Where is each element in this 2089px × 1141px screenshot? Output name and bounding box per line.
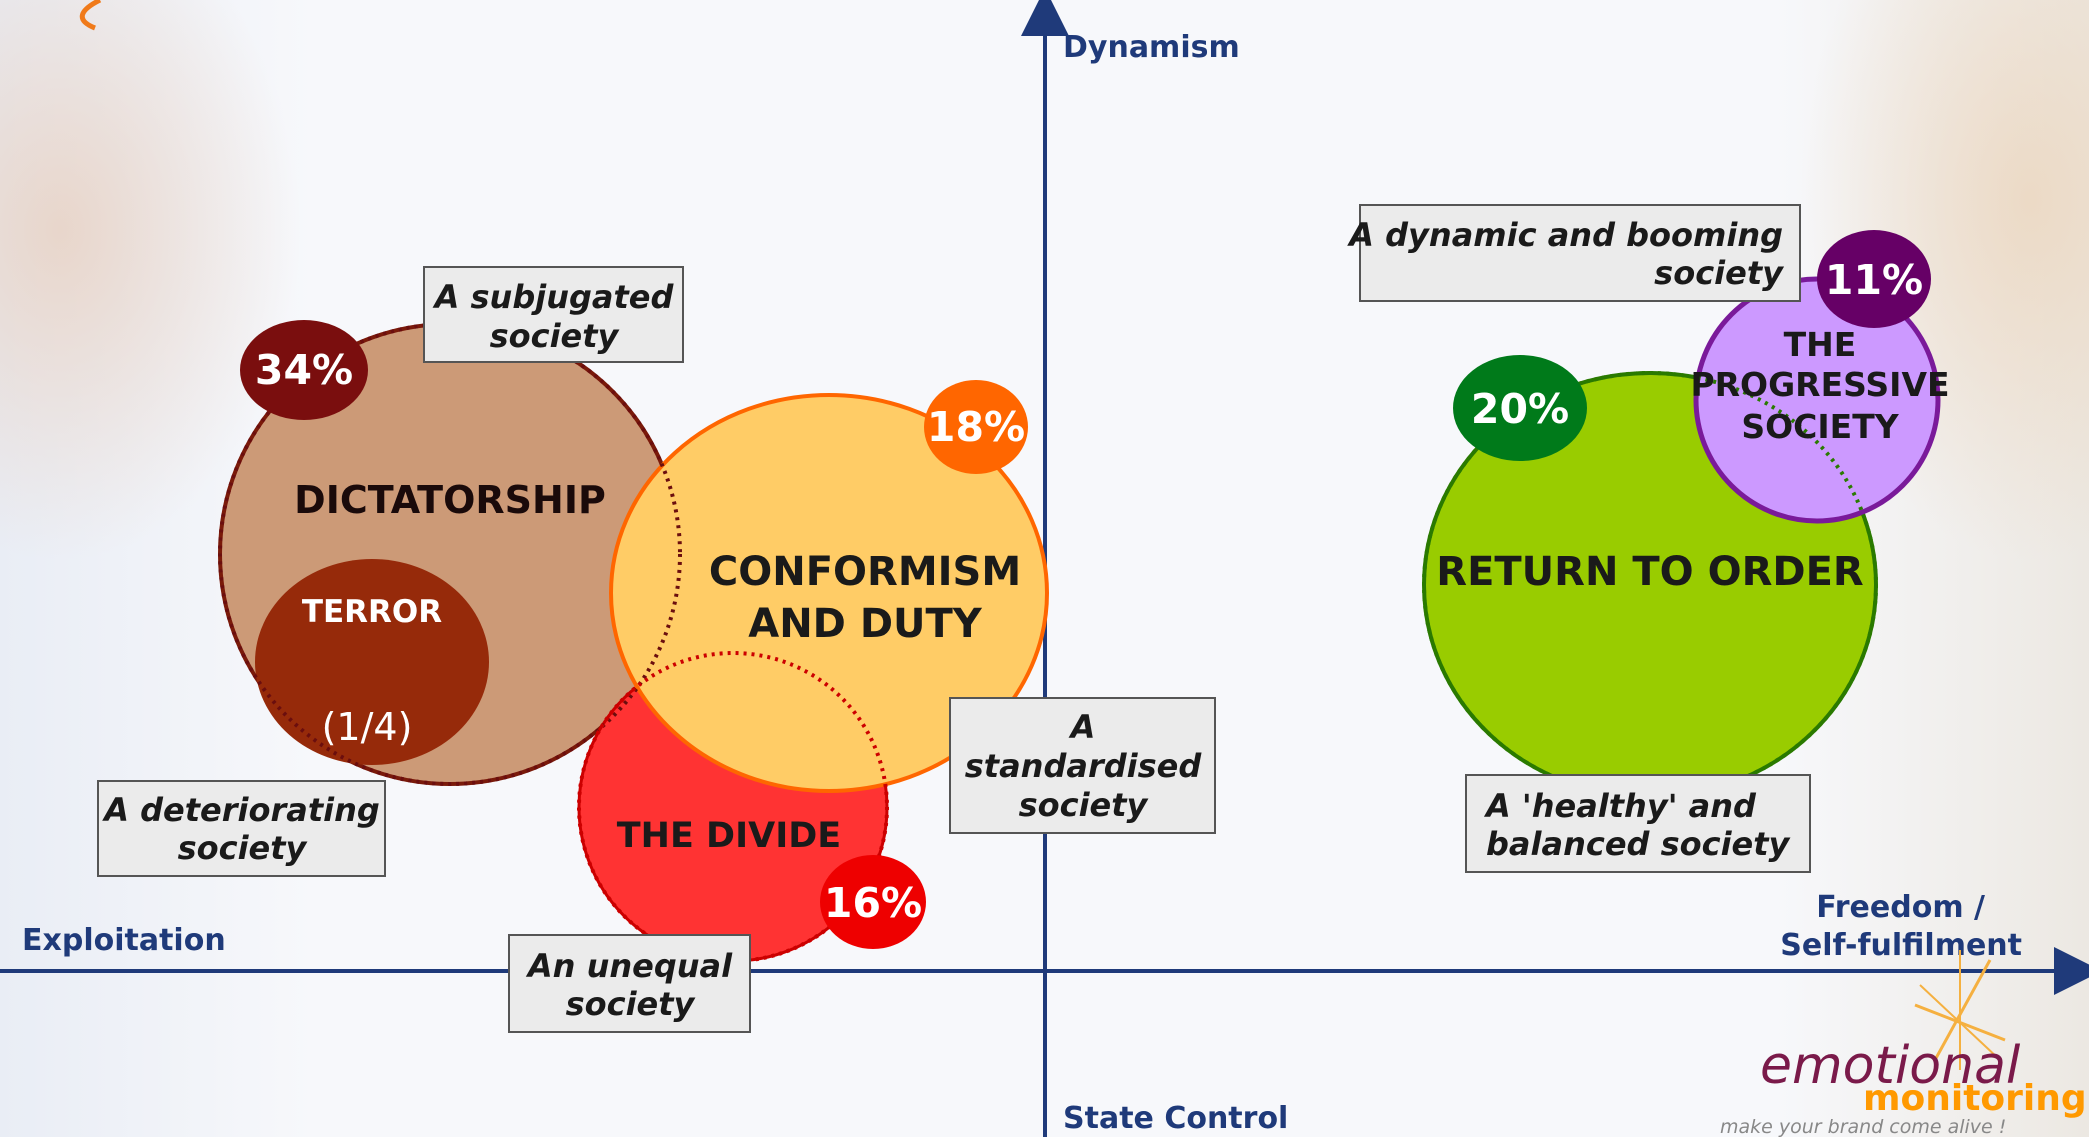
progressive-percent: 11% [1825,256,1923,304]
logo-line1: emotional [1760,1036,2021,1096]
conformism-title-line2: AND DUTY [748,601,983,647]
caption-unequal: An unequal society [508,934,751,1033]
caption-standardised: A standardised society [949,697,1216,834]
return-to-order-overlap-outline [1422,371,1878,799]
caption-deteriorating: A deteriorating society [97,780,386,877]
axis-label-bottom: State Control [1063,1101,1288,1136]
conformism-percent: 18% [927,403,1025,451]
left-face-image [0,0,300,560]
dictatorship-percent-badge [240,320,368,420]
caption-healthy-line2: balanced society [1486,825,1791,863]
caption-subjugated-box [423,266,684,363]
caption-unequal-line2: society [566,985,696,1023]
caption-unequal-line1: An unequal [525,947,733,985]
logo-line2: monitoring [1863,1078,2087,1119]
caption-healthy-line1: A 'healthy' and [1483,787,1757,825]
caption-subjugated: A subjugated society [423,266,684,363]
caption-subjugated-line1: A subjugated [432,278,675,316]
caption-dynamic: A dynamic and booming society [1346,204,1801,302]
divide-percent: 16% [824,879,922,927]
caption-standardised-line1: A [1068,708,1096,746]
conformism-percent-badge [924,380,1028,474]
conformism-circle [609,393,1049,793]
logo-star-icon [1914,950,2006,1070]
caption-standardised-box [949,697,1216,834]
axis-label-left: Exploitation [22,923,226,958]
progressive-title-line3: SOCIETY [1741,407,1899,446]
axis-label-right-line1: Freedom / [1816,890,1985,925]
caption-deteriorating-line2: society [178,829,308,867]
terror-circle [255,559,489,765]
progressive-percent-badge [1817,230,1931,328]
return-to-order-percent-badge [1453,355,1587,461]
progressive-title-line2: PROGRESSIVE [1690,365,1949,404]
corner-logo-fragment [80,0,102,31]
progressive-title-line1: THE [1784,325,1857,364]
axis-label-top: Dynamism [1063,30,1240,65]
caption-standardised-line2: standardised [965,747,1203,785]
caption-unequal-box [508,934,751,1033]
logo-tagline: make your brand come alive ! [1720,1116,2006,1137]
axis-label-right-line2: Self-fulfilment [1780,928,2022,963]
caption-healthy: A 'healthy' and balanced society [1465,774,1811,873]
dictatorship-percent: 34% [255,346,353,394]
caption-dynamic-line1: A dynamic and booming [1346,216,1783,254]
caption-healthy-box [1465,774,1811,873]
divide-percent-badge [820,855,926,949]
caption-deteriorating-line1: A deteriorating [101,791,380,829]
dictatorship-title: DICTATORSHIP [294,478,606,522]
caption-dynamic-box [1359,204,1801,302]
caption-standardised-line3: society [1019,786,1149,824]
caption-deteriorating-box [97,780,386,877]
divide-title: THE DIVIDE [617,816,841,856]
return-to-order-title: RETURN TO ORDER [1436,549,1863,595]
caption-subjugated-line2: society [490,317,620,355]
caption-dynamic-line2: society [1654,254,1784,292]
emotional-monitoring-logo: emotional monitoring make your brand com… [1720,950,2087,1138]
terror-title: TERROR [302,594,442,630]
return-to-order-percent: 20% [1471,385,1569,433]
dictatorship-overlap-outline [218,322,682,786]
terror-fraction: (1/4) [322,705,413,749]
conformism-title-line1: CONFORMISM [709,549,1021,595]
